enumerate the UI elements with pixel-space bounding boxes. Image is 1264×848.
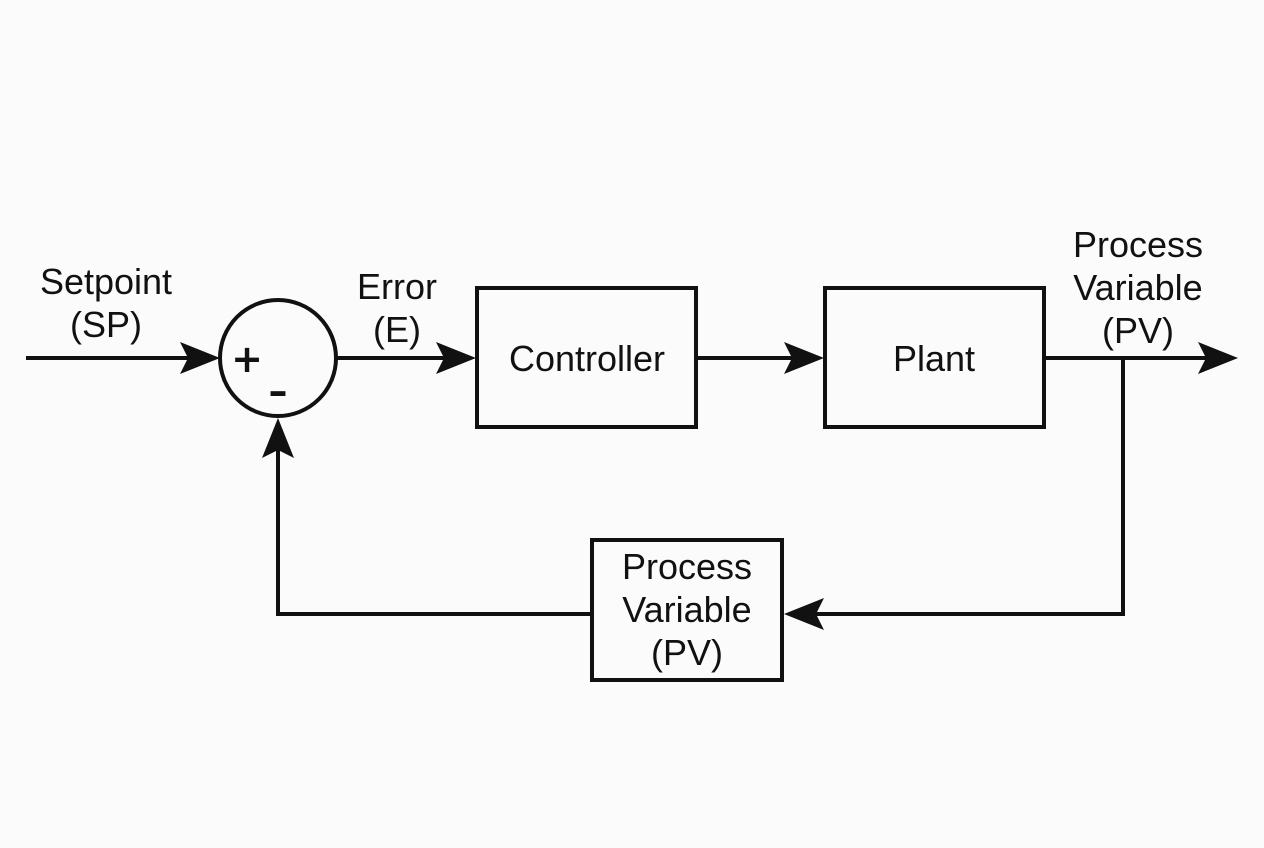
plant-block: Plant (823, 286, 1046, 429)
plant-label: Plant (893, 338, 975, 379)
feedback-path-right (814, 358, 1125, 616)
output-pv-label-line3: (PV) (1102, 310, 1174, 351)
error-label-line1: Error (357, 266, 437, 307)
control-signal-arrowhead (784, 342, 824, 374)
setpoint-label: Setpoint (SP) (40, 261, 172, 345)
feedback-pv-label-line1: Process (622, 546, 752, 587)
minus-sign: – (269, 369, 288, 413)
plus-sign: + (231, 337, 263, 381)
output-pv-label-line2: Variable (1073, 267, 1202, 308)
setpoint-arrowhead (180, 342, 220, 374)
error-arrowhead (436, 342, 476, 374)
output-arrowhead (1198, 342, 1238, 374)
feedback-arrowhead-into-block (784, 598, 824, 630)
setpoint-label-line2: (SP) (70, 304, 142, 345)
feedback-arrowhead-into-junction (262, 418, 294, 458)
feedback-path-left (276, 448, 592, 616)
feedback-pv-label-line2: Variable (622, 589, 751, 630)
controller-label: Controller (509, 338, 665, 379)
output-pv-label-line1: Process (1073, 224, 1203, 265)
feedback-pv-label-line3: (PV) (651, 632, 723, 673)
summing-junction: + – (218, 298, 338, 418)
controller-block: Controller (475, 286, 698, 429)
output-pv-label: Process Variable (PV) (1073, 224, 1203, 351)
feedback-pv-box (590, 538, 784, 682)
feedback-pv-block: Process Variable (PV) (590, 538, 784, 682)
error-label-line2: (E) (373, 309, 421, 350)
error-label: Error (E) (357, 266, 437, 350)
setpoint-label-line1: Setpoint (40, 261, 172, 302)
